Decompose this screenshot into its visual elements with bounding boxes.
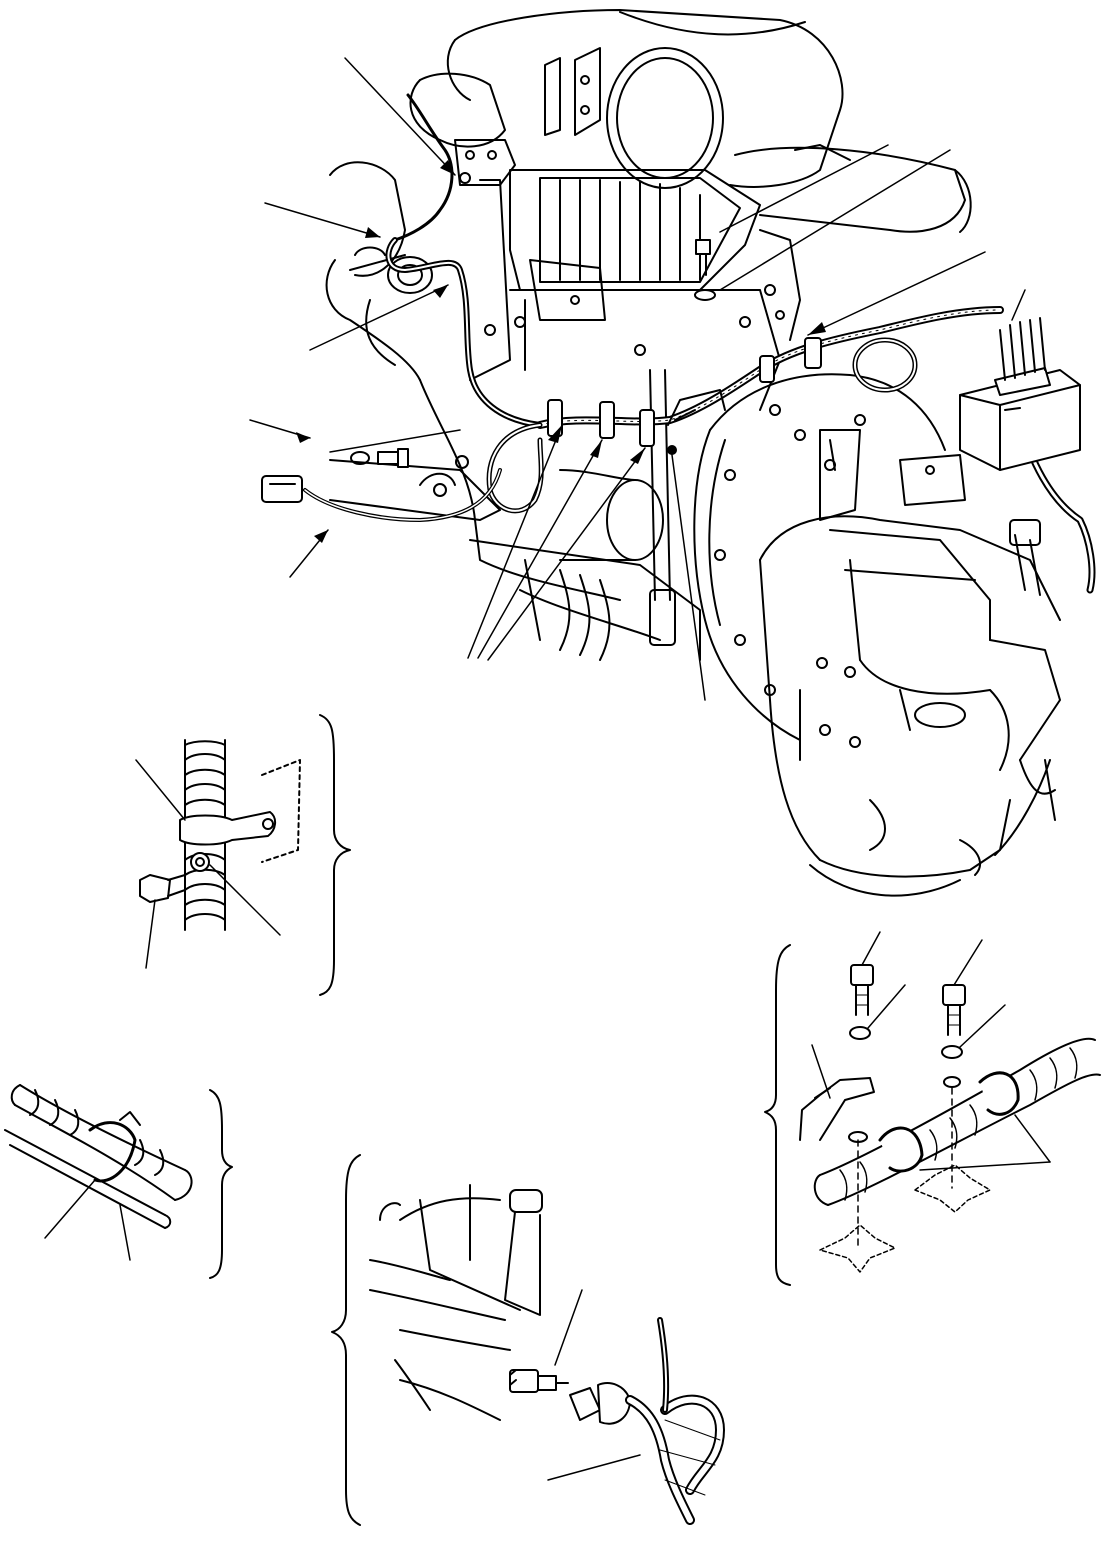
brace-a [320,715,350,995]
connector-block [960,318,1080,470]
detail-clamp-on-pipe [136,715,350,995]
detail-band-clamp [5,1085,232,1278]
engine-block [327,140,800,660]
transmission-housing [760,455,1060,896]
leader-2 [265,203,380,237]
flywheel-housing [694,374,945,740]
leader-4b [330,430,460,452]
bolt-top-right [695,240,715,300]
detail-harness-clamps-to-bracket [765,932,1100,1285]
brace-c [332,1155,360,1525]
engine-assembly [262,10,1092,896]
leader-arrowheads [296,160,826,543]
leader-6c [488,448,645,660]
leader-11 [1012,290,1025,320]
leader-6 [468,425,562,658]
brace-d [765,945,790,1285]
leader-6b [478,440,602,658]
leader-7 [672,455,705,700]
wiring-harness [262,95,1092,590]
air-cleaner [410,10,970,232]
leader-1 [345,58,455,175]
bolt-left [351,449,408,467]
leader-3 [310,285,448,350]
leader-9 [720,150,950,290]
brace-b [210,1090,232,1278]
leader-10 [808,252,985,335]
detail-sensor-connector [332,1155,720,1525]
leader-8 [720,145,888,232]
leader-lines [250,58,1025,700]
